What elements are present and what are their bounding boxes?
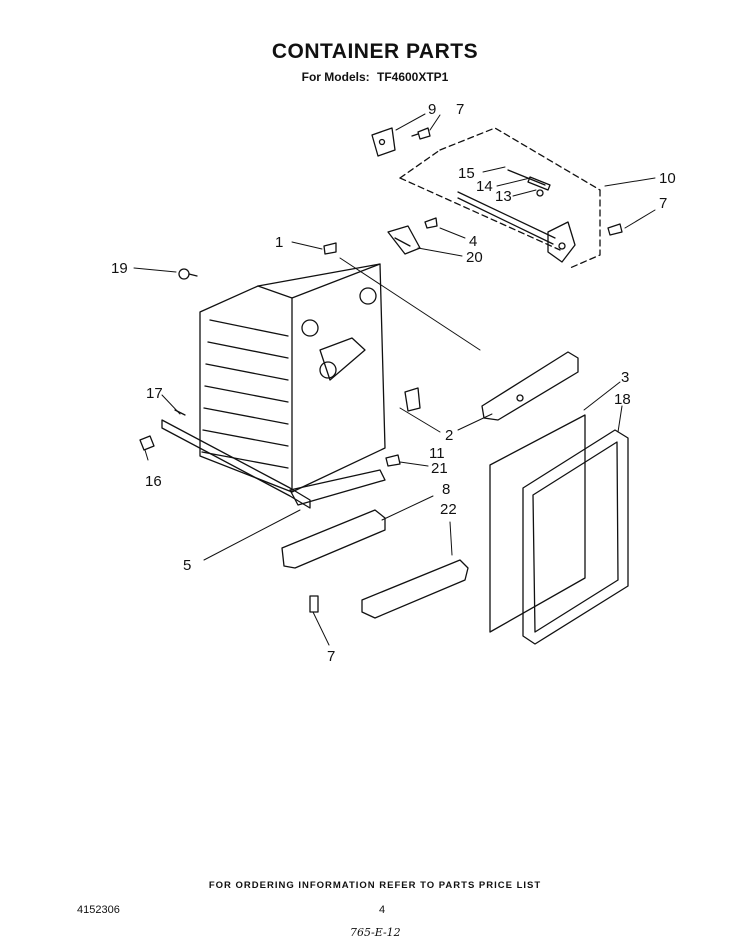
screw-part-21 (385, 454, 401, 467)
gasket-part (522, 429, 629, 645)
screw-part-top (411, 127, 431, 140)
callout-label: 3 (621, 369, 629, 386)
callout-label: 17 (146, 385, 163, 402)
shaft-part (457, 191, 576, 263)
handwritten-note: 765-E-12 (350, 926, 401, 939)
callout-label: 1 (275, 234, 283, 251)
models-label: For Models: (301, 70, 370, 84)
page-number: 4 (379, 904, 386, 916)
callout-label: 11 (429, 445, 445, 462)
side-rail-part (481, 351, 579, 421)
document-number: 4152306 (77, 904, 120, 916)
callout-label: 7 (327, 648, 335, 665)
callout-label: 8 (442, 481, 450, 498)
callout-label: 20 (466, 249, 483, 266)
screw-part-1 (323, 242, 337, 255)
screw-part-bottom (309, 595, 319, 613)
callout-label: 10 (659, 170, 676, 187)
callout-label: 19 (111, 260, 128, 277)
callout-label: 13 (495, 188, 512, 205)
rod-assembly-part (507, 169, 551, 197)
hinge-plate-part (387, 217, 438, 255)
screw-part-16 (139, 435, 155, 451)
clip-part (404, 387, 421, 412)
handle-part (361, 559, 469, 619)
lower-panel-part (289, 469, 386, 506)
callout-label: 16 (145, 473, 162, 490)
screw-part-right (607, 223, 623, 236)
callout-label: 21 (431, 460, 448, 477)
callout-label: 4 (469, 233, 477, 250)
dashed-housing-part (399, 127, 601, 269)
callout-label: 9 (428, 101, 436, 118)
base-rail-part (161, 409, 311, 509)
callout-label: 2 (445, 427, 453, 444)
page-title: CONTAINER PARTS (271, 40, 479, 63)
callout-label: 15 (458, 165, 475, 182)
door-panel-part (489, 414, 586, 633)
ordering-note: FOR ORDERING INFORMATION REFER TO PARTS … (208, 880, 542, 891)
callout-label: 14 (476, 178, 493, 195)
front-trim-part (281, 509, 386, 569)
models-line: For Models: TF4600XTP1 (0, 70, 750, 84)
callout-label: 22 (440, 501, 457, 518)
callout-label: 7 (456, 101, 464, 118)
callout-labels: 1 2 3 4 5 7 7 7 8 9 10 11 13 14 15 16 17… (111, 101, 676, 665)
leader-lines (133, 113, 656, 646)
callout-label: 18 (614, 391, 631, 408)
screw-part-19 (178, 268, 198, 280)
model-number: TF4600XTP1 (376, 70, 449, 84)
callout-label: 5 (183, 557, 191, 574)
hinge-bracket-part (371, 127, 396, 157)
container-cabinet-part (199, 263, 386, 493)
callout-label: 7 (659, 195, 667, 212)
